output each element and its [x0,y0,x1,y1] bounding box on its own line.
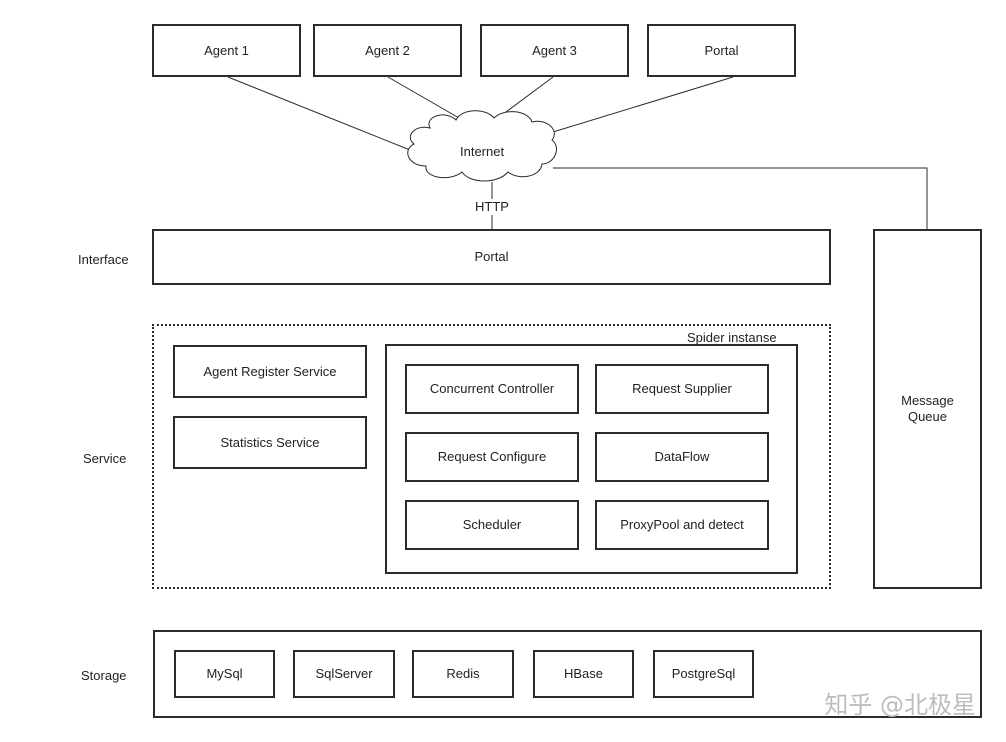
client-label: Portal [704,42,739,58]
layer-label-interface: Interface [78,252,129,267]
storage-hbase-box: HBase [533,650,634,698]
link-internet-queue [553,167,928,230]
client-box-agent-2: Agent 2 [313,24,462,77]
internet-label: Internet [460,144,505,159]
storage-redis-box: Redis [412,650,514,698]
service-label: Agent Register Service [203,363,337,379]
storage-label: HBase [563,666,604,681]
client-box-agent-3: Agent 3 [480,24,629,77]
module-label: Request Supplier [632,381,732,396]
client-label: Agent 3 [532,42,577,58]
module-label: ProxyPool and detect [620,517,744,532]
spider-instance-frame [385,344,798,574]
link-agent1-internet [227,76,411,151]
service-label: Statistics Service [220,434,320,450]
storage-label: SqlServer [315,666,373,681]
link-agent3-internet [497,76,554,119]
http-label: HTTP [475,199,509,214]
message-queue-box: Message Queue [873,229,982,589]
dataflow-box: DataFlow [595,432,769,482]
storage-layer-frame [153,630,982,718]
link-portal-internet [552,76,734,133]
module-label: Scheduler [462,517,522,532]
layer-label-service: Service [83,451,127,466]
spider-instance-title: Spider instanse [687,330,777,345]
agent-register-service-box: Agent Register Service [173,345,367,398]
statistics-service-box: Statistics Service [173,416,367,469]
module-label: Concurrent Controller [429,381,555,396]
message-queue-label: Message Queue [901,393,954,424]
module-label: DataFlow [654,449,710,464]
module-label: Request Configure [437,449,547,464]
storage-postgresql-box: PostgreSql [653,650,754,698]
concurrent-controller-box: Concurrent Controller [405,364,579,414]
client-box-portal: Portal [647,24,796,77]
request-configure-box: Request Configure [405,432,579,482]
link-agent2-internet [387,76,467,123]
service-layer-container [152,324,831,589]
client-label: Agent 1 [204,42,249,58]
storage-label: MySql [206,666,243,681]
storage-sqlserver-box: SqlServer [293,650,395,698]
proxypool-box: ProxyPool and detect [595,500,769,550]
client-box-agent-1: Agent 1 [152,24,301,77]
internet-cloud-icon [407,110,557,182]
storage-mysql-box: MySql [174,650,275,698]
interface-portal-box: Portal [152,229,831,285]
layer-label-storage: Storage [81,668,127,683]
request-supplier-box: Request Supplier [595,364,769,414]
storage-label: Redis [446,666,480,681]
watermark-text: 知乎 @北极星 [824,691,976,719]
scheduler-box: Scheduler [405,500,579,550]
client-label: Agent 2 [365,42,410,58]
storage-label: PostgreSql [671,666,736,681]
interface-portal-label: Portal [474,249,509,264]
